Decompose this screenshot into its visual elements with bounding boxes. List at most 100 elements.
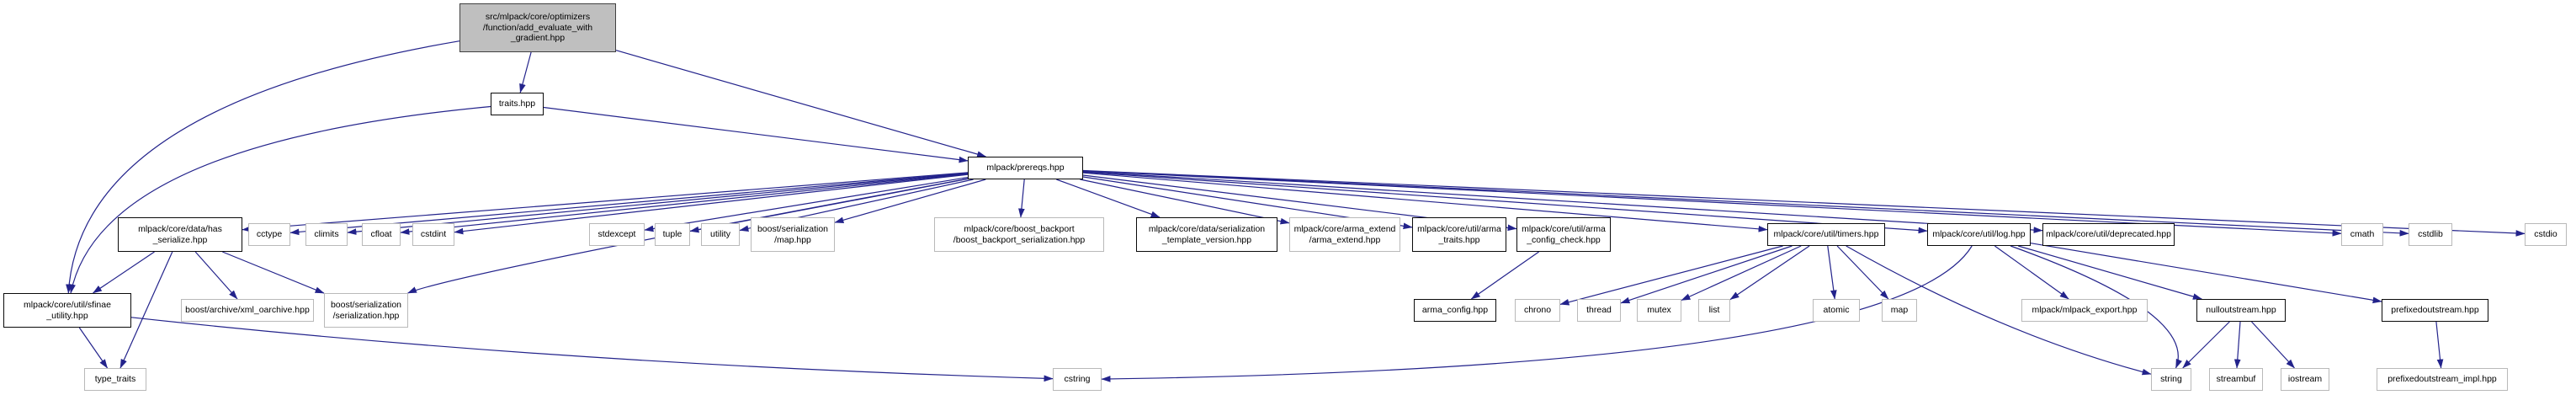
- node-string: string: [2151, 368, 2191, 391]
- node-label-line: _config_check.hpp: [1527, 234, 1601, 245]
- node-label-line: boost/serialization: [330, 300, 402, 310]
- node-has_serialize[interactable]: mlpack/core/data/has_serialize.hpp: [118, 217, 242, 252]
- node-label-line: cstdio: [2534, 229, 2557, 240]
- edge-timers-atomic: [1827, 245, 1837, 300]
- node-label-line: arma_config.hpp: [1421, 305, 1489, 316]
- node-label-line: type_traits: [94, 374, 136, 385]
- node-label-line: map: [1890, 305, 1909, 316]
- edge-prereqs-cstdint: [454, 173, 969, 235]
- edge-log-cstring: [1101, 245, 1973, 382]
- edge-prereqs-boost_ser_map: [834, 179, 986, 224]
- node-map: map: [1882, 299, 1917, 322]
- edge-prereqs-cstdio: [1082, 169, 2526, 237]
- node-label-line: _gradient.hpp: [510, 33, 566, 44]
- edge-nulloutstream-iostream: [2251, 321, 2295, 369]
- node-label-line: list: [1708, 305, 1720, 316]
- node-label-line: climits: [314, 229, 339, 240]
- node-nulloutstream[interactable]: nulloutstream.hpp: [2196, 299, 2286, 322]
- node-cstring: cstring: [1053, 368, 1102, 391]
- node-arma_traits[interactable]: mlpack/core/util/arma_traits.hpp: [1412, 217, 1506, 252]
- edge-has_serialize-type_traits: [120, 251, 173, 369]
- node-type_traits: type_traits: [84, 368, 146, 391]
- edge-timers-chrono: [1559, 245, 1783, 306]
- node-arma_extend: mlpack/core/arma_extend/arma_extend.hpp: [1289, 217, 1400, 252]
- edge-timers-thread: [1620, 245, 1793, 304]
- node-mutex: mutex: [1637, 299, 1681, 322]
- node-label-line: cstring: [1064, 374, 1091, 385]
- node-arma_config[interactable]: arma_config.hpp: [1414, 299, 1496, 322]
- edge-main-prereqs: [615, 50, 987, 157]
- edge-traits-sfinae: [69, 105, 491, 294]
- node-label-line: mlpack/core/util/timers.hpp: [1773, 229, 1879, 240]
- edge-prereqs-stdexcept: [644, 177, 969, 232]
- node-main: src/mlpack/core/optimizers/function/add_…: [459, 3, 616, 52]
- edge-prereqs-arma_extend: [1080, 179, 1290, 225]
- node-label-line: string: [2160, 374, 2182, 385]
- edge-prereqs-climits: [347, 173, 969, 235]
- node-label-line: mlpack/mlpack_export.hpp: [2032, 305, 2138, 316]
- node-label-line: src/mlpack/core/optimizers: [485, 12, 591, 23]
- node-label-line: mlpack/core/data/has: [138, 224, 222, 234]
- node-label-line: /arma_extend.hpp: [1309, 234, 1381, 245]
- edge-has_serialize-boost_serialization: [222, 251, 325, 294]
- node-label-line: thread: [1586, 305, 1612, 316]
- node-label-line: /function/add_evaluate_with: [482, 22, 593, 33]
- node-boost_backport: mlpack/core/boost_backport/boost_backpor…: [934, 217, 1104, 252]
- node-cctype: cctype: [248, 223, 290, 246]
- node-traits[interactable]: traits.hpp: [491, 93, 544, 115]
- node-label-line: mlpack/core/util/arma: [1417, 224, 1501, 234]
- edge-main-traits: [519, 51, 532, 93]
- edge-has_serialize-xml_oarchive: [194, 251, 238, 300]
- node-arma_config_check[interactable]: mlpack/core/util/arma_config_check.hpp: [1516, 217, 1611, 252]
- node-atomic: atomic: [1813, 299, 1860, 322]
- node-label-line: cfloat: [370, 229, 392, 240]
- node-cstdlib: cstdlib: [2409, 223, 2452, 246]
- node-sfinae[interactable]: mlpack/core/util/sfinae_utility.hpp: [3, 293, 131, 328]
- edge-sfinae-cstring: [130, 317, 1054, 382]
- node-label-line: _serialize.hpp: [152, 234, 208, 245]
- node-label-line: mlpack/core/data/serialization: [1148, 224, 1266, 234]
- edge-has_serialize-sfinae: [93, 251, 155, 294]
- node-boost_serialization: boost/serialization/serialization.hpp: [324, 293, 408, 328]
- edge-prefixedoutstream-prefixedoutstream_impl: [2435, 321, 2444, 369]
- edge-prereqs-boost_backport: [1018, 179, 1025, 218]
- edge-prereqs-cctype: [289, 172, 969, 236]
- edge-prereqs-deprecated: [1082, 171, 2043, 233]
- node-mlpack_export: mlpack/mlpack_export.hpp: [2021, 299, 2148, 322]
- node-streambuf: streambuf: [2209, 368, 2263, 391]
- node-timers[interactable]: mlpack/core/util/timers.hpp: [1767, 223, 1885, 246]
- node-label-line: chrono: [1523, 305, 1552, 316]
- node-prereqs[interactable]: mlpack/prereqs.hpp: [968, 157, 1083, 179]
- node-prefixedoutstream[interactable]: prefixedoutstream.hpp: [2382, 299, 2488, 322]
- node-label-line: mlpack/prereqs.hpp: [986, 163, 1065, 173]
- node-label-line: mutex: [1647, 305, 1671, 316]
- edge-log-prefixedoutstream: [2030, 243, 2382, 304]
- node-cstdio: cstdio: [2525, 223, 2567, 246]
- node-stdexcept: stdexcept: [589, 223, 645, 246]
- node-chrono: chrono: [1515, 299, 1560, 322]
- node-label-line: cstdlib: [2418, 229, 2443, 240]
- node-label-line: stdexcept: [598, 229, 636, 240]
- edge-prereqs-ser_template: [1056, 179, 1161, 218]
- edge-prereqs-boost_serialization: [406, 178, 969, 294]
- node-xml_oarchive: boost/archive/xml_oarchive.hpp: [181, 299, 314, 322]
- node-thread: thread: [1577, 299, 1621, 322]
- node-deprecated[interactable]: mlpack/core/util/deprecated.hpp: [2042, 223, 2175, 246]
- edge-log-mlpack_export: [1994, 245, 2069, 300]
- node-label-line: iostream: [2287, 374, 2323, 385]
- node-label-line: cmath: [2350, 229, 2375, 240]
- node-label-line: mlpack/core/boost_backport: [964, 224, 1075, 234]
- node-log[interactable]: mlpack/core/util/log.hpp: [1927, 223, 2031, 246]
- node-prefixedoutstream_impl: prefixedoutstream_impl.hpp: [2377, 368, 2508, 391]
- node-label-line: mlpack/core/arma_extend: [1293, 224, 1396, 234]
- node-label-line: tuple: [662, 229, 683, 240]
- node-label-line: mlpack/core/util/deprecated.hpp: [2046, 229, 2171, 240]
- node-ser_template[interactable]: mlpack/core/data/serialization_template_…: [1136, 217, 1277, 252]
- edge-log-nulloutstream: [2018, 245, 2202, 300]
- node-label-line: cstdint: [420, 229, 447, 240]
- node-label-line: streambuf: [2216, 374, 2256, 385]
- node-list: list: [1698, 299, 1730, 322]
- node-label-line: boost/archive/xml_oarchive.hpp: [185, 305, 310, 316]
- node-label-line: prefixedoutstream_impl.hpp: [2387, 374, 2497, 385]
- edge-prereqs-cfloat: [400, 173, 969, 235]
